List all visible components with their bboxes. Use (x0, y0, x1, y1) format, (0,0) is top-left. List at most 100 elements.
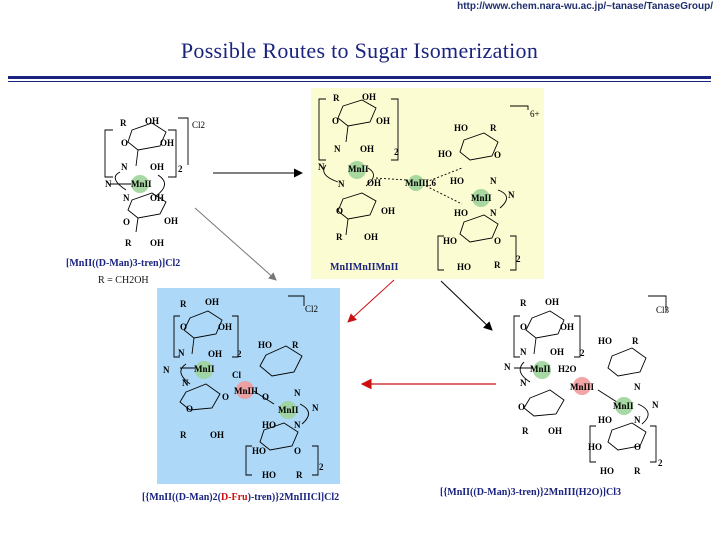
atom-label: 2 (516, 254, 521, 264)
atom-label: HO (598, 415, 612, 425)
atom-label: N (490, 208, 497, 218)
atom-label: 2 (237, 349, 242, 359)
title-divider (8, 76, 711, 79)
trinuclear-panel (311, 88, 544, 279)
atom-label: R (296, 470, 303, 480)
label-compound-d: [{MnII((D-Man)3-tren)}2MnIII(H2O)]Cl3 (440, 487, 622, 498)
atom-label: HO (443, 236, 457, 246)
atom-label: R (292, 340, 299, 350)
atom-label: N (163, 365, 170, 375)
atom-label: R (336, 232, 343, 242)
atom-label: N (294, 388, 301, 398)
atom-label: O (121, 138, 128, 148)
atom-label: OH (164, 216, 178, 226)
atom-label: OH (150, 238, 164, 248)
atom-label: Cl3 (656, 305, 670, 315)
mn-center-c2 (236, 381, 254, 399)
atom-label: HO (252, 446, 266, 456)
atom-label: MnII (530, 364, 551, 374)
atom-label: O (294, 446, 301, 456)
atom-label: 2 (394, 147, 399, 157)
atom-label: N (334, 144, 341, 154)
atom-label: OH (210, 430, 224, 440)
atom-label: OH (145, 116, 159, 126)
atom-label: 2 (580, 348, 585, 358)
atom-label: HO (262, 470, 276, 480)
molecule-d (513, 295, 667, 463)
atom-label: O (494, 150, 501, 160)
atom-label: N (490, 176, 497, 186)
note-r-group: R = CH2OH (98, 275, 149, 286)
atom-label: R (125, 238, 132, 248)
atom-label: N (338, 179, 345, 189)
source-url: http://www.chem.nara-wu.ac.jp/~tanase/Ta… (457, 1, 713, 12)
atom-label: HO (438, 149, 452, 159)
mn-center-d1 (533, 361, 551, 379)
atom-label: R (632, 336, 639, 346)
atom-label: OH (367, 178, 381, 188)
atom-label: HO (454, 123, 468, 133)
atom-label: R (490, 123, 497, 133)
atom-label: OH (360, 144, 374, 154)
atom-label: OH (150, 162, 164, 172)
atom-label: OH (362, 92, 376, 102)
mn-center-d2 (573, 377, 591, 395)
atom-label: HO (450, 176, 464, 186)
mn-center-b1 (348, 161, 366, 179)
atom-label: MnII (194, 364, 215, 374)
atom-label: N (520, 378, 527, 388)
atom-label: OH (364, 232, 378, 242)
atom-label: O (518, 402, 525, 412)
atom-label: N (634, 382, 641, 392)
atom-label: R (180, 299, 187, 309)
atom-label: O (332, 116, 339, 126)
label-compound-c: [{MnII((D-Man)2(D-Fru)-tren)}2MnIIICl]Cl… (142, 492, 339, 503)
atom-label: OH (550, 347, 564, 357)
atom-label: 2 (178, 164, 183, 174)
mn-center-b2 (408, 175, 424, 191)
atom-label: HO (454, 208, 468, 218)
atom-label: MnII (613, 401, 634, 411)
molecule-c (173, 295, 319, 476)
atom-label: R (180, 430, 187, 440)
atom-label: HO (588, 442, 602, 452)
atom-label: MnII (471, 193, 492, 203)
page-title: Possible Routes to Sugar Isomerization (180, 38, 539, 63)
atom-label: R (333, 93, 340, 103)
atom-label: MnIIL6 (405, 178, 437, 188)
atom-label: N (520, 347, 527, 357)
atom-label: N (504, 362, 511, 372)
atom-label: N (652, 400, 659, 410)
atom-label: O (634, 442, 641, 452)
atom-label: MnII (348, 164, 369, 174)
title-divider-thin (8, 81, 711, 82)
atom-label: N (312, 403, 319, 413)
atom-label: O (123, 217, 130, 227)
mn-center-c3 (279, 401, 297, 419)
atom-label: R (120, 118, 127, 128)
atom-label: OH (560, 322, 574, 332)
atom-label: N (634, 415, 641, 425)
atom-label: O (262, 392, 269, 402)
atom-label: MnII (131, 179, 152, 189)
atom-label: OH (545, 297, 559, 307)
atom-label: N (121, 162, 128, 172)
arrow-b-to-d (440, 280, 493, 331)
atom-label: MnII (278, 405, 299, 415)
atom-label: N (178, 348, 185, 358)
label-compound-c-text: [{MnII((D-Man)2(D-Fru)-tren)}2MnIIICl]Cl… (142, 492, 340, 503)
atom-label: MnIII (234, 386, 259, 396)
atom-label: OH (218, 322, 232, 332)
atom-label: R (494, 260, 501, 270)
atom-label: N (508, 190, 515, 200)
atom-label: OH (381, 206, 395, 216)
atom-label: Cl2 (305, 304, 318, 314)
atom-label: Cl2 (192, 120, 205, 130)
atom-label: 2 (319, 462, 324, 472)
atom-label: HO (600, 466, 614, 476)
atom-label: 2 (658, 458, 663, 468)
label-compound-a: [MnII((D-Man)3-tren)]Cl2 (66, 258, 181, 269)
atom-label: O (520, 322, 527, 332)
atom-label: HO (258, 340, 272, 350)
atom-label: N (105, 179, 112, 189)
